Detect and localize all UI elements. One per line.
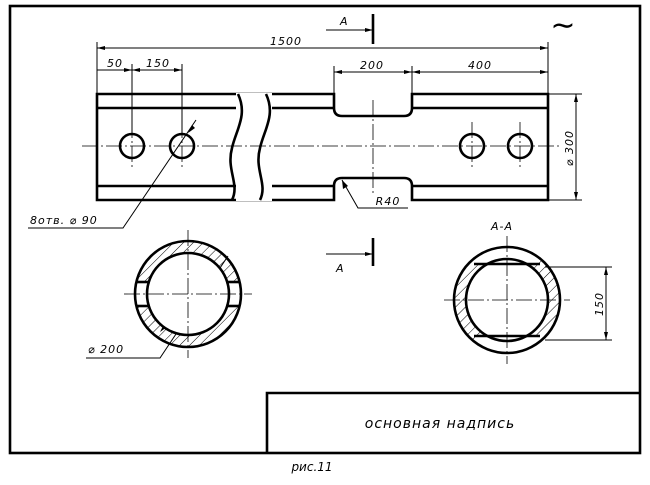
figure-caption: рис.11 — [290, 460, 332, 474]
dim-holes-note: 8отв. ⌀ 90 — [30, 214, 98, 227]
section-view-aa: A-A — [444, 220, 570, 364]
dim-edge-offset: 50 — [107, 57, 123, 70]
break-line-right — [257, 93, 272, 201]
left-end-view — [124, 230, 252, 358]
drawing-frame — [8, 4, 642, 455]
dimensions: 1500 50 150 200 400 ⌀ 300 R40 8о — [28, 35, 612, 359]
dim-section-height: 150 — [593, 292, 606, 316]
section-view-label: A-A — [490, 220, 513, 233]
dim-slot-offset: 400 — [468, 59, 492, 72]
break-line-left — [229, 93, 244, 201]
section-marker-top: A — [326, 14, 375, 44]
dim-inner-diameter: ⌀ 200 — [88, 343, 124, 356]
dim-outer-diameter: ⌀ 300 — [563, 130, 576, 166]
dim-overall-length: 1500 — [270, 35, 302, 48]
part-outline — [95, 92, 550, 202]
dim-slot-radius: R40 — [376, 195, 401, 208]
section-label-bottom: A — [335, 262, 345, 275]
dim-hole-pitch: 150 — [146, 57, 170, 70]
section-label-top: A — [339, 15, 349, 28]
surface-mark-symbol: ∼ — [550, 8, 575, 43]
title-block: основная надпись — [265, 391, 640, 453]
title-block-label: основная надпись — [365, 416, 515, 432]
main-view — [82, 92, 562, 202]
dim-slot-width: 200 — [360, 59, 384, 72]
section-marker-bottom: A — [326, 238, 375, 275]
